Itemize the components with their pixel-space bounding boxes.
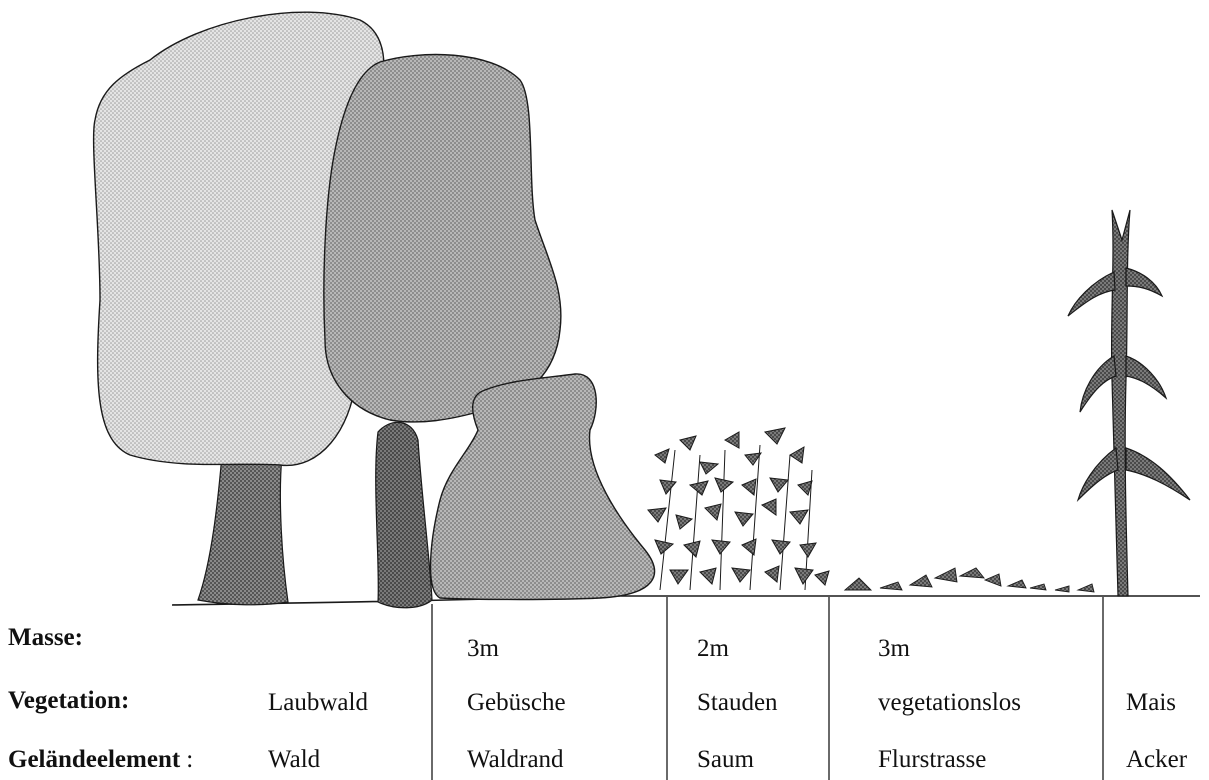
masse-flurstrasse: 3m — [878, 634, 910, 664]
gelaende-saum: Saum — [697, 745, 754, 775]
masse-saum: 2m — [697, 634, 729, 664]
gelaende-wald: Wald — [268, 745, 320, 775]
road-debris — [845, 568, 1094, 592]
tree-1-trunk — [198, 455, 288, 605]
gelaende-waldrand: Waldrand — [467, 745, 564, 775]
tree-2-trunk — [376, 422, 432, 607]
vegetation-wald: Laubwald — [268, 688, 368, 718]
ground-line — [172, 596, 1200, 605]
row-label-vegetation: Vegetation: — [8, 686, 129, 716]
vegetation-saum: Stauden — [697, 688, 778, 718]
vegetation-waldrand: Gebüsche — [467, 688, 566, 718]
row-label-masse: Masse: — [8, 623, 83, 653]
vegetation-flurstrasse: vegetationslos — [878, 688, 1021, 718]
corn-plant — [1068, 210, 1190, 596]
row-label-gelaendeelement: Geländeelement: — [8, 745, 193, 775]
gelaende-flurstrasse: Flurstrasse — [878, 745, 986, 775]
vegetation-acker: Mais — [1126, 688, 1176, 718]
tree-2-crown — [324, 55, 561, 422]
masse-waldrand: 3m — [467, 634, 499, 664]
perennials-cluster — [648, 428, 829, 590]
gelaende-acker: Acker — [1126, 745, 1187, 775]
